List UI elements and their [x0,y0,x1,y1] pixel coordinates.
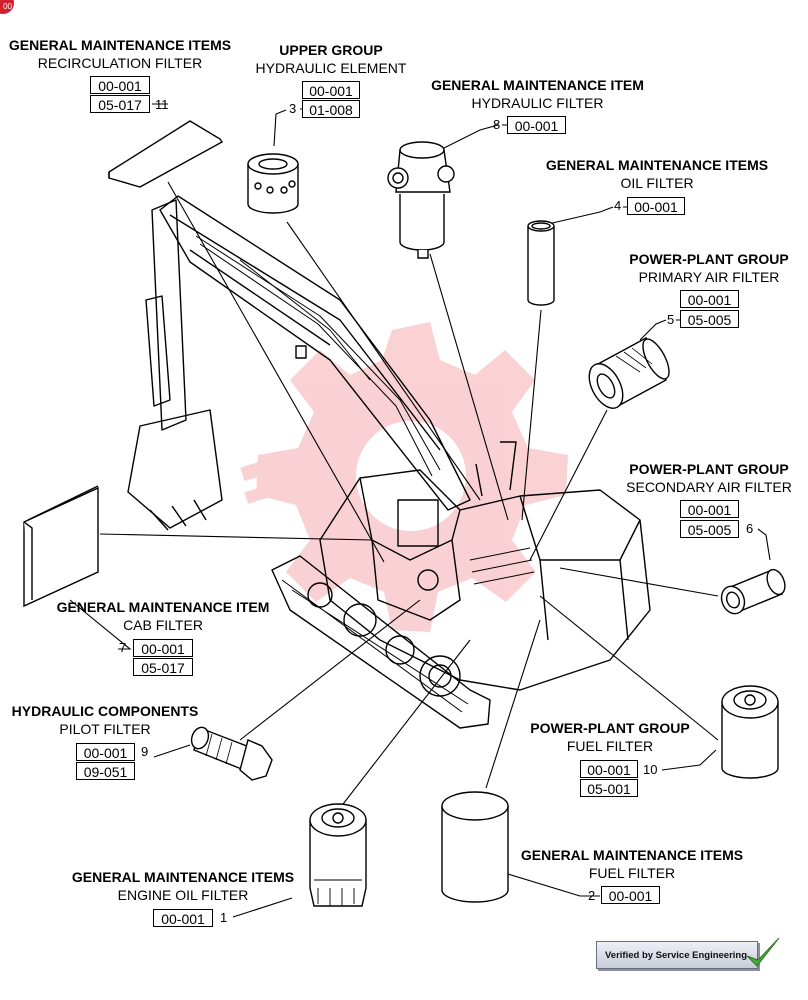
callout-6-code-2: 05-005 [680,520,739,538]
callout-9-code-1: 00-001 [76,743,135,761]
pilot-filter-part [190,726,273,781]
secondary-air-filter-part [720,568,786,615]
callout-5-item: PRIMARY AIR FILTER [638,269,780,285]
callout-4-code-1: 00-001 [627,197,685,215]
callout-8-group: GENERAL MAINTENANCE ITEM [431,77,644,93]
callout-10-number: 10 [643,762,658,777]
callout-8-number: 8 [493,117,501,132]
primary-air-filter-part [588,337,670,409]
callout-11-item: RECIRCULATION FILTER [37,55,203,71]
callout-3-code-2: 01-008 [302,100,360,118]
hydraulic-element-part [247,153,299,214]
verified-stamp: Verified by Service Engineering [596,941,758,969]
callout-3-code-1: 00-001 [302,81,360,99]
callout-11-number: 11 [155,97,169,112]
callout-7-code-1: 00-001 [133,639,193,657]
callout-7-group: GENERAL MAINTENANCE ITEM [56,599,270,615]
callout-1-code-1: 00-001 [153,909,213,927]
callout-6-code-1: 00-001 [680,500,739,518]
callout-2-item: FUEL FILTER [588,865,676,881]
callout-5-code-1: 00-001 [680,290,739,308]
callout-5-number: 5 [667,312,675,327]
callout-9-group: HYDRAULIC COMPONENTS [11,703,199,719]
callout-4-number: 4 [614,198,622,213]
engine-oil-filter-part [309,803,367,907]
callout-3-item: HYDRAULIC ELEMENT [255,60,407,76]
callout-5-code-2: 05-005 [680,310,739,328]
callout-9-code-2: 09-051 [76,762,135,780]
callout-7-number: 7 [119,640,127,655]
checkmark-icon [746,937,780,967]
callout-1-group: GENERAL MAINTENANCE ITEMS [71,869,295,885]
callout-4-group: GENERAL MAINTENANCE ITEMS [545,157,769,173]
callout-10-group: POWER-PLANT GROUP [530,720,690,736]
callout-11-group: GENERAL MAINTENANCE ITEMS [8,37,232,53]
callout-11-code-1: 00-001 [90,76,150,94]
callout-8-code-1: 00-001 [507,116,566,134]
callout-5-group: POWER-PLANT GROUP [629,251,789,267]
callout-11-code-2: 05-017 [90,95,150,113]
callout-7-item: CAB FILTER [123,617,203,633]
callout-10-item: FUEL FILTER [566,738,654,754]
page-corner-badge: 00 [0,0,14,14]
oil-filter-part [527,220,555,306]
callout-2-group: GENERAL MAINTENANCE ITEMS [520,847,744,863]
callout-6-item: SECONDARY AIR FILTER [626,479,792,495]
fuel-filter-10-part [721,685,779,779]
callout-8-item: HYDRAULIC FILTER [471,95,604,111]
hydraulic-filter-part [387,141,455,259]
callout-10-code-1: 00-001 [580,760,638,778]
callout-2-code-1: 00-001 [601,886,660,904]
callout-4-item: OIL FILTER [620,175,694,191]
callout-1-number: 1 [220,910,228,925]
callout-1-item: ENGINE OIL FILTER [117,887,249,903]
callout-3-number: 3 [289,101,297,116]
fuel-filter-2-part [441,791,509,903]
callout-3-group: UPPER GROUP [279,42,383,58]
cab-filter-part [23,485,99,608]
callout-9-number: 9 [141,744,149,759]
callout-9-item: PILOT FILTER [59,721,151,737]
callout-6-group: POWER-PLANT GROUP [629,461,789,477]
callout-6-number: 6 [746,521,754,536]
callout-2-number: 2 [588,888,596,903]
callout-7-code-2: 05-017 [133,658,193,676]
excavator-drawing [127,195,651,729]
callout-10-code-2: 05-001 [580,779,638,797]
recirculation-filter-part [108,120,224,188]
